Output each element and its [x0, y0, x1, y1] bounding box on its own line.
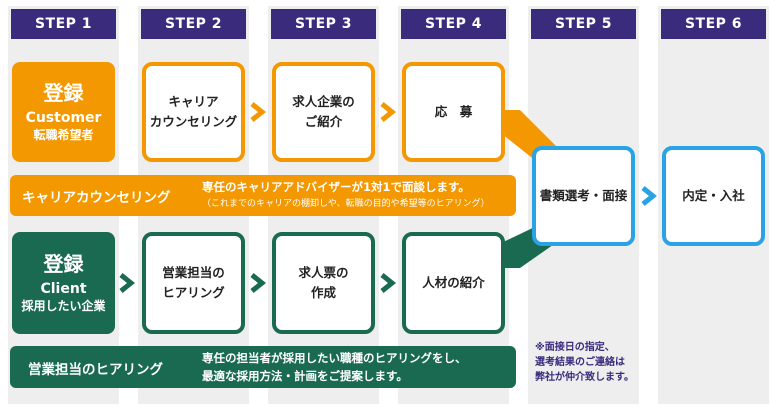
chevron-right-icon: [119, 102, 136, 122]
client-step-3-box: 求人票の 作成: [272, 232, 375, 334]
step-2-header: STEP 2: [141, 9, 246, 39]
customer-caption: 転職希望者: [33, 128, 94, 142]
customer-registration: 登録 Customer 転職希望者: [12, 62, 115, 162]
customer-step-3-box: 求人企業の ご紹介: [272, 62, 375, 162]
client-band-desc-1: 専任の担当者が採用したい職種のヒアリングをし、: [202, 351, 467, 365]
note-line-1: ※面接日の指定、: [535, 342, 615, 353]
customer-band-label: キャリアカウンセリング: [22, 190, 171, 206]
client-band-desc-2: 最適な採用方法・計画をご提案します。: [202, 369, 408, 383]
chevron-right-icon: [641, 186, 658, 206]
note-line-3: 弊社が仲介致します。: [535, 372, 634, 383]
client-step-4-box: 人材の紹介: [402, 232, 505, 334]
step-6-header: STEP 6: [661, 9, 766, 39]
step-6-box: 内定・入社: [662, 146, 765, 246]
chevron-right-icon: [250, 102, 267, 122]
step-4-header: STEP 4: [401, 9, 506, 39]
chevron-right-icon: [250, 273, 267, 293]
chevron-right-icon: [380, 102, 397, 122]
chevron-right-icon: [380, 273, 397, 293]
customer-band: キャリアカウンセリング 専任のキャリアアドバイザーが1対1で面談します。 （これ…: [10, 175, 516, 216]
customer-step-4-box: 応 募: [402, 62, 505, 162]
step-5-box: 書類選考・面接: [532, 146, 635, 246]
customer-title: 登録: [43, 81, 84, 105]
customer-band-sub: （これまでのキャリアの棚卸しや、転職の目的や希望等のヒアリング）: [202, 199, 490, 209]
customer-band-desc: 専任のキャリアアドバイザーが1対1で面談します。: [202, 180, 470, 194]
client-step-2-box: 営業担当の ヒアリング: [142, 232, 245, 334]
chevron-right-icon: [119, 273, 136, 293]
client-band: 営業担当のヒアリング 専任の担当者が採用したい職種のヒアリングをし、 最適な採用…: [10, 346, 516, 388]
client-registration: 登録 Client 採用したい企業: [12, 232, 115, 334]
customer-subtitle: Customer: [25, 110, 102, 126]
step-5-note: ※面接日の指定、 選考結果のご連絡は 弊社が仲介致します。: [535, 340, 634, 385]
note-line-2: 選考結果のご連絡は: [535, 357, 625, 368]
customer-step-2-box: キャリア カウンセリング: [142, 62, 245, 162]
step-5-header: STEP 5: [531, 9, 636, 39]
step-1-header: STEP 1: [11, 9, 116, 39]
client-title: 登録: [43, 252, 84, 276]
client-subtitle: Client: [40, 281, 87, 297]
client-band-label: 営業担当のヒアリング: [28, 362, 163, 378]
step-3-header: STEP 3: [271, 9, 376, 39]
client-caption: 採用したい企業: [21, 299, 106, 313]
